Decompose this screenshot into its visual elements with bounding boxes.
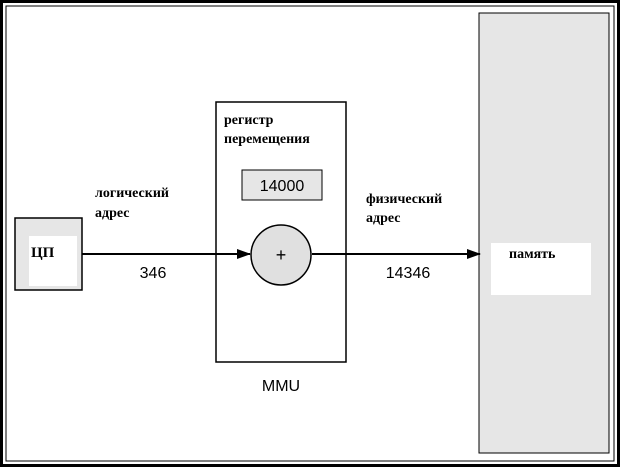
logical-address-label-line1: логический [95,186,169,201]
cpu-label-box [29,236,77,286]
memory-label: память [509,247,556,262]
adder-circle [250,224,312,286]
inner-frame [5,5,615,462]
physical-address-label-line2: адрес [366,211,400,226]
adder-plus-icon: + [276,245,287,265]
physical-address-value: 14346 [386,265,431,282]
logical-address-label-line2: адрес [95,206,129,221]
memory-block [478,12,610,454]
physical-address-label-line1: физический [366,192,442,207]
mmu-label: MMU [262,378,300,395]
logical-address-value: 346 [140,265,167,282]
memory-label-box [491,243,591,295]
relocation-register [241,169,323,201]
register-label-line2: перемещения [224,132,310,147]
cpu-label: ЦП [31,245,55,261]
register-label-line1: регистр [224,113,274,128]
relocation-register-value: 14000 [260,178,305,195]
